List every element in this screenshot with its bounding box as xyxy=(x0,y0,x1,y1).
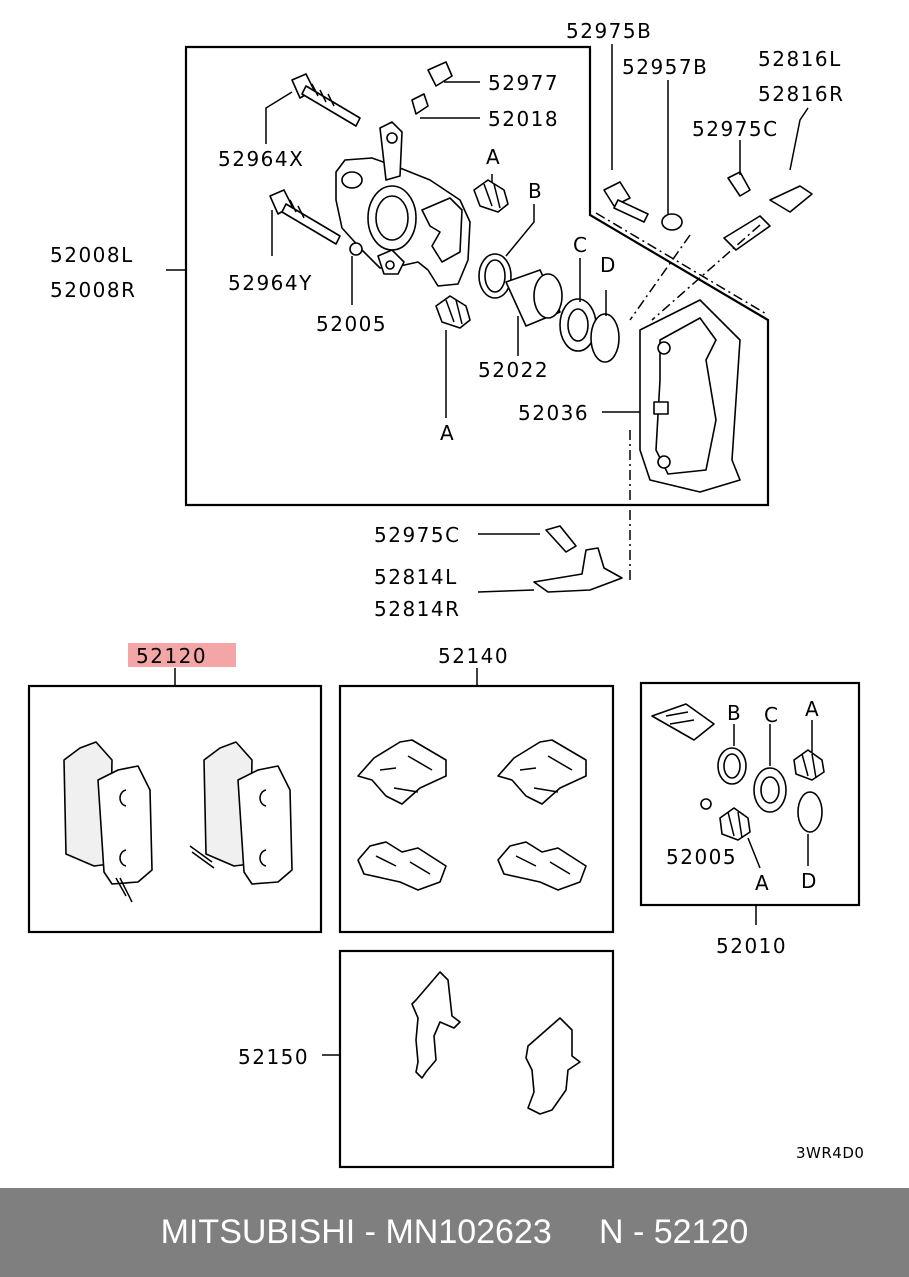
label-52975C-top: 52975C xyxy=(692,117,779,141)
bolt-52975C-bottom-drawing xyxy=(545,525,577,553)
footer-part-number: MITSUBISHI - MN102623 N - 52120 xyxy=(160,1213,749,1251)
label-52975C-bottom: 52975C xyxy=(374,523,461,547)
label-52150: 52150 xyxy=(238,1045,309,1069)
caliper-body-drawing xyxy=(335,121,471,287)
dust-boot-upper xyxy=(473,179,509,213)
part-52120-highlight xyxy=(128,643,236,667)
label-52008R: 52008R xyxy=(50,278,137,302)
caliper-assembly-frame xyxy=(184,45,770,507)
callout-a-upper: A xyxy=(486,145,501,169)
bolt-52975C-top-drawing xyxy=(727,171,751,197)
piston-drawing xyxy=(505,269,563,327)
label-52957B: 52957B xyxy=(622,55,708,79)
label-52010: 52010 xyxy=(716,934,787,958)
caliper-support-drawing xyxy=(639,299,741,493)
label-52005-top: 52005 xyxy=(316,312,387,336)
brake-pad-box xyxy=(27,684,323,934)
callout-a-kit-bottom: A xyxy=(755,871,770,895)
shim-52814-drawing xyxy=(533,547,623,593)
label-52816L: 52816L xyxy=(758,47,842,71)
label-52977: 52977 xyxy=(488,71,559,95)
snap-ring-drawing xyxy=(590,313,620,363)
label-52008L: 52008L xyxy=(50,243,134,267)
label-52964X: 52964X xyxy=(218,147,304,171)
seal-kit-drawing xyxy=(651,703,825,869)
bleeder-screw-drawing xyxy=(411,61,453,115)
diagram-code: 3WR4D0 xyxy=(796,1144,864,1162)
label-52964Y: 52964Y xyxy=(228,271,313,295)
label-52140: 52140 xyxy=(438,644,509,668)
parts-diagram: 52975B 52957B 52816L 52816R 52977 52018 … xyxy=(27,19,864,1169)
label-52018: 52018 xyxy=(488,107,559,131)
footer-bar: MITSUBISHI - MN102623 N - 52120 xyxy=(0,1188,909,1277)
callout-d-top: D xyxy=(600,253,617,277)
bolt-52975B-drawing xyxy=(603,181,649,223)
pad-shims-drawing xyxy=(411,971,581,1115)
callout-a-kit-top: A xyxy=(805,697,820,721)
guide-pin-lower xyxy=(269,189,341,245)
label-52120: 52120 xyxy=(136,644,207,668)
clip-kit-box xyxy=(338,684,615,934)
label-52814R: 52814R xyxy=(374,597,461,621)
label-52005-kit: 52005 xyxy=(666,845,737,869)
callout-a-lower: A xyxy=(440,421,455,445)
label-52816R: 52816R xyxy=(758,82,845,106)
callout-b-kit: B xyxy=(727,701,742,725)
callout-c-top: C xyxy=(573,233,588,257)
label-52036: 52036 xyxy=(518,401,589,425)
seal-kit-box xyxy=(639,681,861,907)
label-52975B: 52975B xyxy=(566,19,652,43)
brake-pads-drawing xyxy=(63,741,293,903)
bushing-52005-drawing xyxy=(349,242,363,256)
dust-boot-lower xyxy=(435,295,471,329)
pad-clips-drawing xyxy=(357,739,587,891)
guide-pin-upper xyxy=(291,73,361,127)
label-52814L: 52814L xyxy=(374,565,458,589)
shim-box xyxy=(338,949,615,1169)
callout-d-kit: D xyxy=(801,869,818,893)
callout-c-kit: C xyxy=(764,703,779,727)
washer-52957B-drawing xyxy=(661,213,683,231)
callout-b-top: B xyxy=(528,179,543,203)
shim-52816-drawing xyxy=(723,185,813,251)
label-52022: 52022 xyxy=(478,358,549,382)
